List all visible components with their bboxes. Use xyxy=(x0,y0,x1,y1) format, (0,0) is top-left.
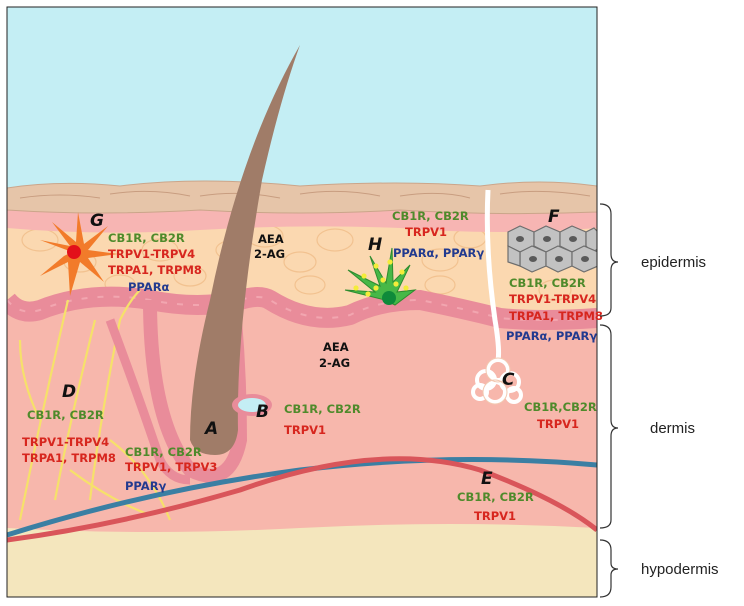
layer-brackets xyxy=(599,203,619,598)
label-c-trpv: TRPV1 xyxy=(537,417,579,431)
label-d-cb: CB1R, CB2R xyxy=(27,408,104,422)
label-e-trpv: TRPV1 xyxy=(474,509,516,523)
artery xyxy=(7,456,597,543)
label-f-trpv: TRPV1-TRPV4 xyxy=(509,292,596,306)
marker-g: G xyxy=(90,211,104,231)
label-f-cb: CB1R, CB2R xyxy=(509,276,586,290)
label-g-ppar: PPARα xyxy=(128,280,170,294)
label-e-cb: CB1R, CB2R xyxy=(457,490,534,504)
keratinocyte-cluster xyxy=(507,225,597,273)
label-h-cb: CB1R, CB2R xyxy=(392,209,469,223)
label-b-cb: CB1R, CB2R xyxy=(284,402,361,416)
marker-a: A xyxy=(203,419,218,439)
marker-f: F xyxy=(548,207,560,227)
epidermis-aea: AEA xyxy=(258,232,284,246)
skin-illustration xyxy=(7,7,597,597)
layer-label-epidermis: epidermis xyxy=(641,254,706,271)
marker-b: B xyxy=(256,402,269,422)
marker-e: E xyxy=(481,469,493,489)
label-c-cb: CB1R,CB2R xyxy=(524,400,597,414)
label-g-trpv: TRPV1-TRPV4 xyxy=(108,247,195,261)
label-a-trpv: TRPV1, TRPV3 xyxy=(125,460,217,474)
label-h-trpv: TRPV1 xyxy=(405,225,447,239)
label-a-cb: CB1R, CB2R xyxy=(125,445,202,459)
label-a-ppar: PPARγ xyxy=(125,479,167,493)
marker-h: H xyxy=(368,235,382,255)
label-d-trpa: TRPA1, TRPM8 xyxy=(22,451,116,465)
melanocyte xyxy=(40,212,118,296)
marker-c: C xyxy=(502,370,515,390)
basal-layer xyxy=(7,286,597,330)
label-b-trpv: TRPV1 xyxy=(284,423,326,437)
layer-label-hypodermis: hypodermis xyxy=(641,561,719,578)
label-h-ppar: PPARα, PPARγ xyxy=(393,246,484,260)
hair-shaft xyxy=(190,45,300,455)
label-g-trpa: TRPA1, TRPM8 xyxy=(108,263,202,277)
outer-root-sheath xyxy=(105,318,191,485)
dermis-2ag: 2-AG xyxy=(319,356,350,370)
diagram-frame xyxy=(6,6,598,598)
sweat-duct xyxy=(484,189,502,361)
layer-label-dermis: dermis xyxy=(650,420,695,437)
label-d-trpv: TRPV1-TRPV4 xyxy=(22,435,109,449)
sweat-gland-coil-outline xyxy=(482,357,511,405)
label-g-cb: CB1R, CB2R xyxy=(108,231,185,245)
langerhans-cell xyxy=(344,247,417,306)
dermis-aea: AEA xyxy=(323,340,349,354)
epidermis-2ag: 2-AG xyxy=(254,247,285,261)
label-f-trpa: TRPA1, TRPM8 xyxy=(509,309,603,323)
label-f-ppar: PPARα, PPARγ xyxy=(506,329,597,343)
stratum-corneum xyxy=(7,180,597,215)
hypodermis-layer xyxy=(7,520,597,597)
hair-follicle-sheath xyxy=(143,299,248,483)
marker-d: D xyxy=(62,382,76,402)
nerve-fibers xyxy=(18,289,172,521)
dermal-papilla xyxy=(238,398,266,412)
keratinocyte-nuclei xyxy=(516,236,589,262)
